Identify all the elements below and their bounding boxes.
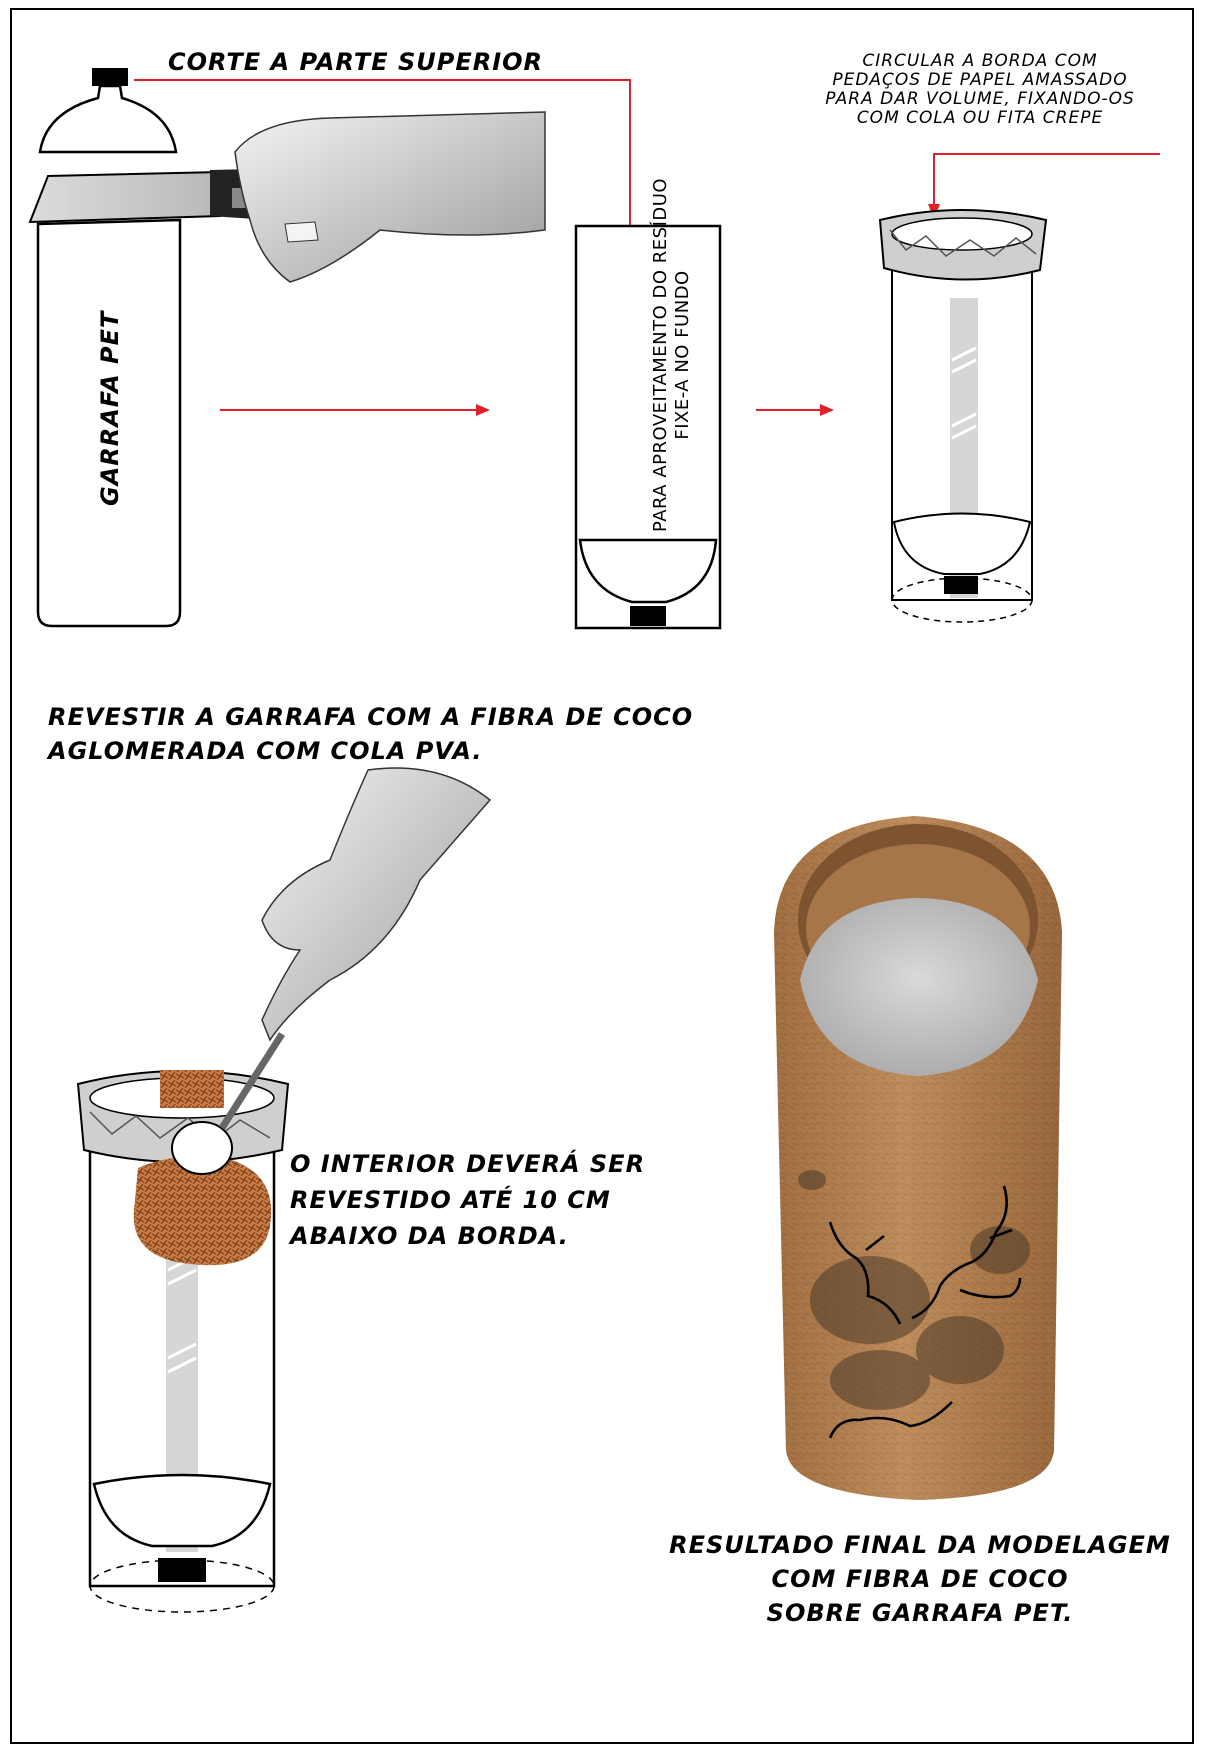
final-coir-pot — [774, 816, 1062, 1500]
coat-line-1: REVESTIR A GARRAFA COM A FIBRA DE COCO — [48, 700, 693, 734]
rim-line-1: CIRCULAR A BORDA COM — [800, 52, 1160, 71]
result-caption: RESULTADO FINAL DA MODELAGEM COM FIBRA D… — [660, 1528, 1180, 1630]
hand-holding-spoon — [262, 768, 490, 1040]
reuse-line-2: FIXE-A NO FUNDO — [672, 178, 694, 532]
rim-line-3: PARA DAR VOLUME, FIXANDO-OS — [800, 90, 1160, 109]
interior-line-2: REVESTIDO ATÉ 10 CM — [290, 1182, 645, 1218]
coat-instruction: REVESTIR A GARRAFA COM A FIBRA DE COCO A… — [48, 700, 693, 768]
rim-line-2: PEDAÇOS DE PAPEL AMASSADO — [800, 71, 1160, 90]
step-arrow-1 — [220, 404, 490, 416]
reuse-line-1: PARA APROVEITAMENTO DO RESÍDUO — [650, 178, 672, 532]
result-line-2: COM FIBRA DE COCO — [660, 1562, 1180, 1596]
step-arrow-2 — [756, 404, 834, 416]
bottle-with-paper-rim — [880, 210, 1046, 622]
result-line-3: SOBRE GARRAFA PET. — [660, 1596, 1180, 1630]
reuse-instruction: PARA APROVEITAMENTO DO RESÍDUO FIXE-A NO… — [650, 178, 694, 532]
cut-bottle-with-funnel — [576, 226, 720, 628]
interior-line-3: ABAIXO DA BORDA. — [290, 1218, 645, 1254]
coat-line-2: AGLOMERADA COM COLA PVA. — [48, 734, 693, 768]
interior-line-1: O INTERIOR DEVERÁ SER — [290, 1146, 645, 1182]
hand-cutting — [235, 112, 545, 282]
rim-line-4: COM COLA OU FITA CREPE — [800, 109, 1160, 128]
result-line-1: RESULTADO FINAL DA MODELAGEM — [660, 1528, 1180, 1562]
bottle-label: GARRAFA PET — [96, 311, 125, 506]
interior-instruction: O INTERIOR DEVERÁ SER REVESTIDO ATÉ 10 C… — [290, 1146, 645, 1254]
cut-instruction: CORTE A PARTE SUPERIOR — [168, 48, 543, 77]
rim-instruction: CIRCULAR A BORDA COM PEDAÇOS DE PAPEL AM… — [800, 52, 1160, 128]
